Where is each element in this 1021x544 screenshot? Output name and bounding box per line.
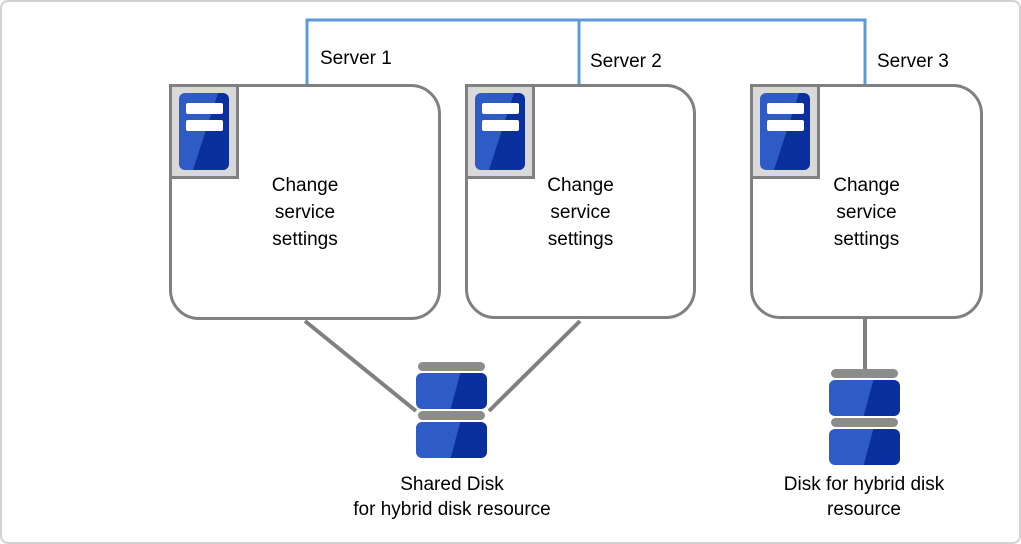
disk-cap — [418, 411, 485, 420]
shared-disk-label: Shared Disk for hybrid disk resource — [353, 474, 551, 520]
server1-shared-disk-line — [303, 319, 418, 413]
server-3-box-text: Change service settings — [833, 175, 900, 250]
server-1-label: Server 1 — [320, 48, 392, 69]
server-3-server-icon — [750, 84, 820, 179]
disk-body — [829, 380, 900, 416]
server-3-label: Server 3 — [877, 51, 949, 72]
server-slot-bar — [767, 120, 804, 131]
server-2-label: Server 2 — [590, 51, 662, 72]
server-1-server-icon — [169, 84, 239, 179]
disk-cap — [831, 369, 898, 378]
disk-body — [416, 422, 487, 458]
disk-body — [416, 373, 487, 409]
hybrid-disk-label: Disk for hybrid disk resource — [783, 474, 945, 520]
disk-cap — [831, 418, 898, 427]
server-2-box-text: Change service settings — [547, 175, 614, 250]
server-slot-bar — [482, 120, 519, 131]
server-tower-icon — [475, 93, 525, 170]
disk-body — [829, 429, 900, 465]
disk-cap — [418, 362, 485, 371]
shared-disk-icon — [416, 362, 487, 460]
server-2-server-icon — [465, 84, 535, 179]
server-1-box-text: Change service settings — [271, 175, 339, 250]
hybrid-disk-icon — [829, 369, 900, 467]
server-slot-bar — [767, 103, 804, 114]
server-tower-icon — [179, 93, 229, 170]
server-slot-bar — [186, 103, 223, 114]
server-slot-bar — [186, 120, 223, 131]
server2-shared-disk-line — [487, 319, 582, 413]
server-slot-bar — [482, 103, 519, 114]
server-tower-icon — [760, 93, 810, 170]
